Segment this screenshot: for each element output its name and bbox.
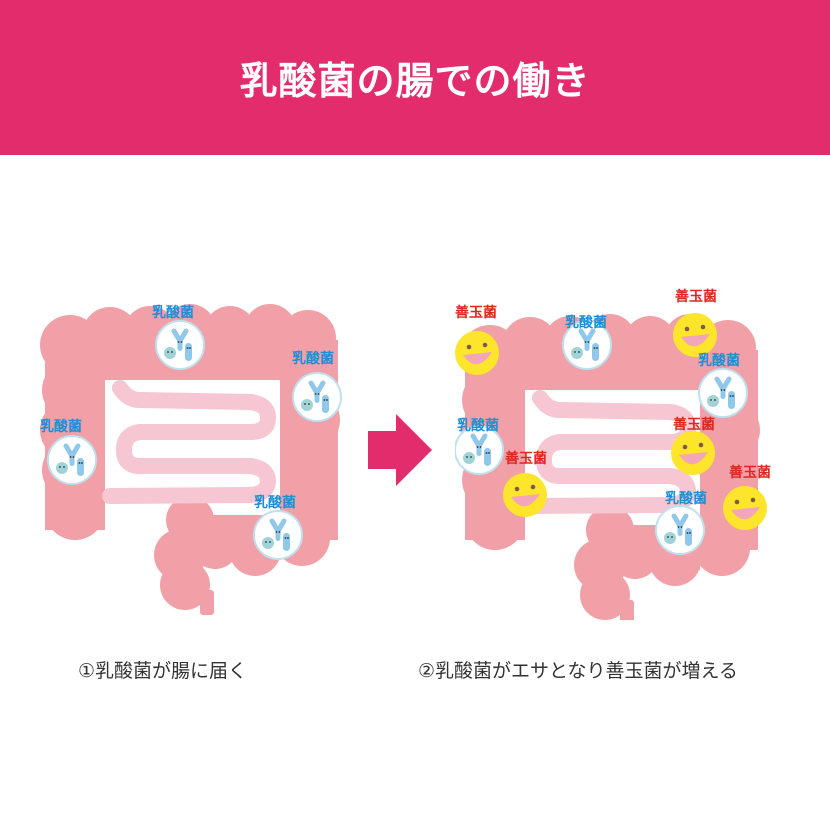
- caption-step-1: ①乳酸菌が腸に届く: [78, 660, 248, 682]
- title-banner: 乳酸菌の腸での働き: [0, 0, 830, 155]
- label-good-bacteria: 善玉菌: [455, 305, 497, 321]
- panel-before: 乳酸菌 乳酸菌 乳酸菌 乳酸菌: [40, 300, 350, 620]
- right-arrow-icon: [368, 414, 432, 490]
- label-lactic: 乳酸菌: [665, 491, 707, 507]
- label-lactic: 乳酸菌: [292, 351, 334, 367]
- good-bacteria-smiley-icon: [503, 473, 547, 517]
- lactic-bacteria-icon: [293, 373, 341, 421]
- label-lactic: 乳酸菌: [565, 315, 607, 331]
- label-good-bacteria: 善玉菌: [673, 417, 715, 433]
- lactic-bacteria-icon: [699, 369, 747, 417]
- label-good-bacteria: 善玉菌: [729, 465, 771, 481]
- lactic-bacteria-icon: [656, 506, 704, 554]
- label-lactic: 乳酸菌: [254, 495, 296, 511]
- label-lactic: 乳酸菌: [152, 305, 194, 321]
- label-lactic: 乳酸菌: [698, 353, 740, 369]
- label-good-bacteria: 善玉菌: [675, 289, 717, 305]
- lactic-bacteria-icon: [254, 511, 302, 559]
- page-title: 乳酸菌の腸での働き: [239, 59, 591, 103]
- label-lactic: 乳酸菌: [40, 419, 82, 435]
- caption-step-2: ②乳酸菌がエサとなり善玉菌が増える: [418, 660, 738, 682]
- label-lactic: 乳酸菌: [457, 418, 499, 434]
- good-bacteria-smiley-icon: [671, 431, 715, 475]
- panel-after: 善玉菌 乳酸菌 善玉菌 乳酸菌 乳酸菌 善玉菌 善玉菌 乳酸菌 善玉菌: [455, 289, 795, 620]
- good-bacteria-smiley-icon: [455, 331, 499, 375]
- label-good-bacteria: 善玉菌: [505, 451, 547, 467]
- good-bacteria-smiley-icon: [723, 486, 767, 530]
- lactic-bacteria-icon: [156, 321, 204, 369]
- lactic-bacteria-icon: [48, 436, 96, 484]
